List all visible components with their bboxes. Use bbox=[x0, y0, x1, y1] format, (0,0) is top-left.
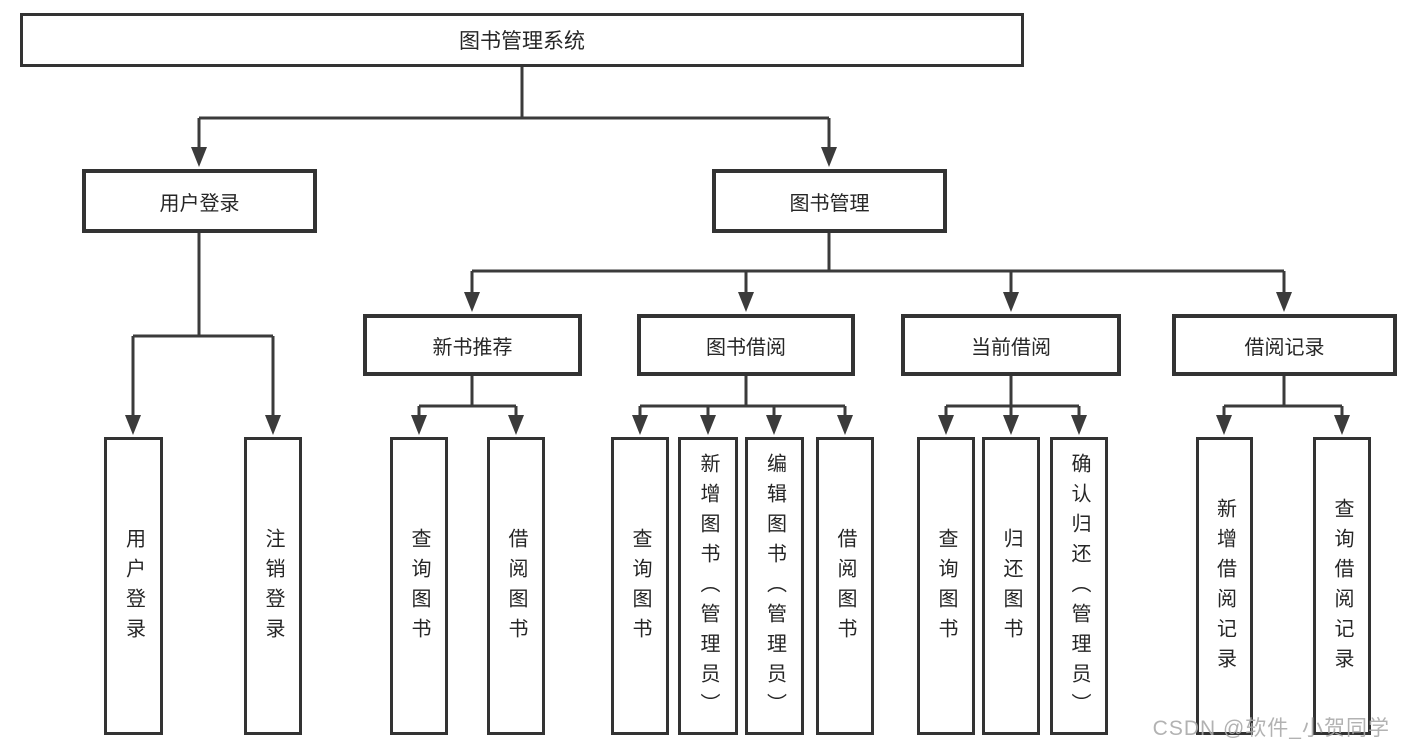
leaf-query-books-recommend: 查询图书 bbox=[390, 437, 448, 735]
node-label: 借阅记录 bbox=[1244, 336, 1325, 359]
arrowheads bbox=[125, 147, 1350, 435]
leaf-return-books: 归还图书 bbox=[982, 437, 1040, 735]
leaf-user-login: 用户登录 bbox=[104, 437, 163, 735]
node-label: 借阅图书 bbox=[834, 528, 856, 648]
leaf-confirm-return-admin: 确认归还（管理员） bbox=[1050, 437, 1108, 735]
node-label: 借阅图书 bbox=[505, 528, 527, 648]
node-label: 查询借阅记录 bbox=[1331, 498, 1353, 678]
leaf-logout-login: 注销登录 bbox=[244, 437, 302, 735]
node-user-login: 用户登录 bbox=[82, 169, 317, 233]
node-label: 新书推荐 bbox=[432, 336, 513, 359]
node-label: 图书借阅 bbox=[706, 336, 786, 359]
node-label: 用户登录 bbox=[122, 528, 145, 648]
leaf-edit-books-admin: 编辑图书（管理员） bbox=[745, 437, 804, 735]
node-label: 图书管理 bbox=[789, 192, 870, 215]
leaf-add-books-admin: 新增图书（管理员） bbox=[678, 437, 738, 735]
node-book-management: 图书管理 bbox=[712, 169, 947, 233]
csdn-watermark: CSDN @软件_小贺同学 bbox=[1152, 717, 1390, 740]
leaf-query-books-borrow: 查询图书 bbox=[611, 437, 669, 735]
leaf-query-books-current: 查询图书 bbox=[917, 437, 975, 735]
node-borrow-records: 借阅记录 bbox=[1172, 314, 1397, 376]
node-label: 编辑图书（管理员） bbox=[763, 453, 786, 723]
node-label: 当前借阅 bbox=[971, 336, 1051, 359]
node-label: 确认归还（管理员） bbox=[1068, 453, 1090, 723]
node-current-borrow: 当前借阅 bbox=[901, 314, 1121, 376]
node-label: 注销登录 bbox=[262, 528, 284, 648]
node-label: 查询图书 bbox=[408, 528, 430, 648]
leaf-borrow-books-recommend: 借阅图书 bbox=[487, 437, 545, 735]
node-label: 归还图书 bbox=[1000, 528, 1022, 648]
node-label: 用户登录 bbox=[159, 192, 240, 215]
node-label: 新增借阅记录 bbox=[1213, 498, 1236, 678]
leaf-add-borrow-record: 新增借阅记录 bbox=[1196, 437, 1253, 735]
node-new-book-recommend: 新书推荐 bbox=[363, 314, 582, 376]
node-library-management-system: 图书管理系统 bbox=[20, 13, 1024, 67]
leaf-borrow-books: 借阅图书 bbox=[816, 437, 874, 735]
node-label: 查询图书 bbox=[629, 528, 651, 648]
node-label: 查询图书 bbox=[935, 528, 957, 648]
node-label: 图书管理系统 bbox=[459, 30, 585, 53]
node-book-borrow: 图书借阅 bbox=[637, 314, 855, 376]
leaf-query-borrow-record: 查询借阅记录 bbox=[1313, 437, 1371, 735]
node-label: 新增图书（管理员） bbox=[697, 453, 719, 723]
